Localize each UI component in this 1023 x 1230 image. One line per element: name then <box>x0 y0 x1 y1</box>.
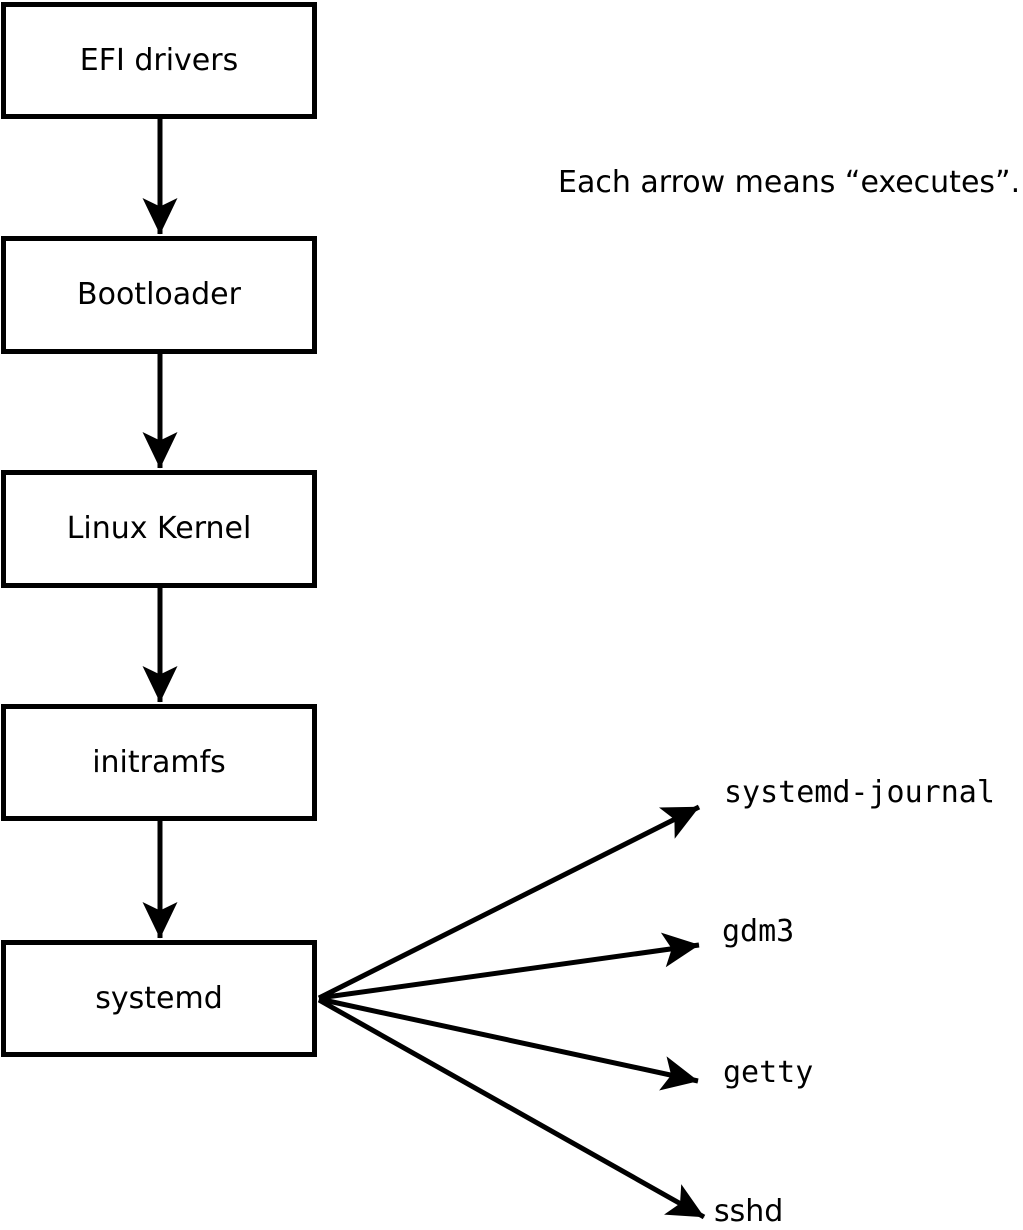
service-label-sshd: sshd <box>714 1194 784 1229</box>
chain-box-initramfs: initramfs <box>1 704 317 821</box>
arrow-systemd-to-systemd-journal <box>317 804 701 1001</box>
chain-box-systemd: systemd <box>1 940 317 1057</box>
chain-box-linux-kernel: Linux Kernel <box>1 470 317 588</box>
arrow-systemd-to-gdm3 <box>318 932 700 1001</box>
service-label-systemd-journal: systemd-journal <box>724 775 995 810</box>
legend-note: Each arrow means “executes”. <box>558 165 1021 200</box>
chain-box-label: initramfs <box>92 744 226 780</box>
chain-box-label: Linux Kernel <box>66 511 252 546</box>
chain-box-label: EFI drivers <box>79 42 239 78</box>
chain-box-label: systemd <box>95 980 223 1016</box>
chain-box-efi-drivers: EFI drivers <box>1 2 317 119</box>
chain-box-bootloader: Bootloader <box>1 236 317 354</box>
chain-box-label: Bootloader <box>77 277 241 312</box>
arrow-systemd-to-getty <box>318 996 699 1091</box>
arrow-systemd-to-sshd <box>317 997 706 1220</box>
service-label-getty: getty <box>723 1055 814 1090</box>
service-label-gdm3: gdm3 <box>722 914 795 949</box>
